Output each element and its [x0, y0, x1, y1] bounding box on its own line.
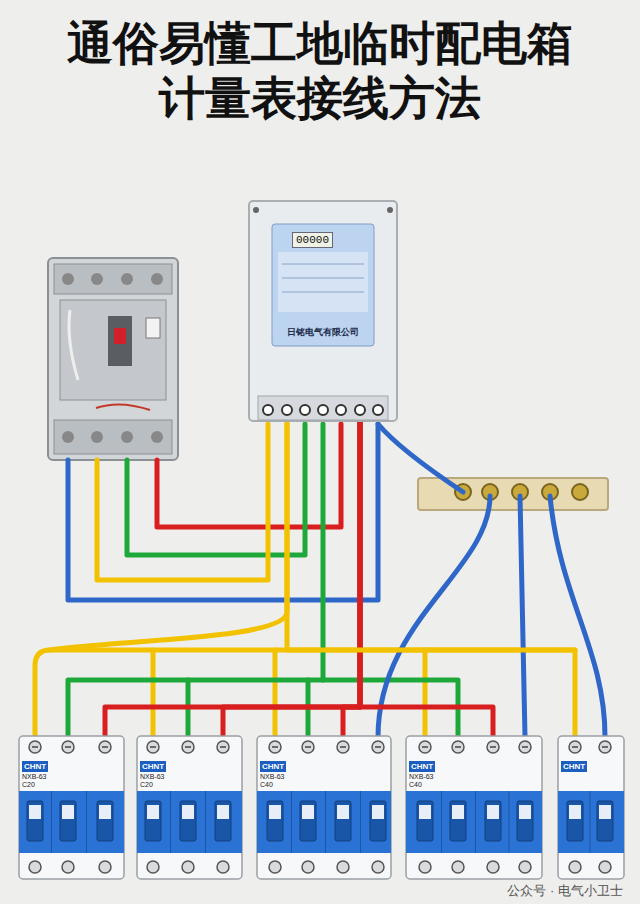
brand-label: CHNT: [260, 761, 286, 772]
manufacturer-name: 日铭电气有限公司: [272, 326, 374, 339]
circuit-breaker: CHNT: [557, 735, 625, 880]
wire-connector: [360, 422, 493, 737]
energy-meter: 00000 日铭电气有限公司: [248, 200, 398, 422]
watermark: 公众号 · 电气小卫士: [504, 882, 626, 900]
brand-label: CHNT: [22, 761, 48, 772]
brand-label: CHNT: [561, 761, 587, 772]
rating-label: C40: [260, 781, 286, 789]
main-breaker: [48, 258, 178, 460]
circuit-breaker: CHNTNXB-63C20: [136, 735, 243, 880]
breaker-body: [18, 735, 125, 880]
breaker-label-group: CHNTNXB-63C40: [409, 755, 435, 789]
model-label: NXB-63: [409, 773, 435, 781]
breaker-label-group: CHNTNXB-63C20: [140, 755, 166, 789]
model-label: NXB-63: [22, 773, 48, 781]
model-label: NXB-63: [260, 773, 286, 781]
breaker-label-group: CHNT: [561, 755, 587, 773]
wire-connector: [287, 422, 575, 737]
circuit-breaker: CHNTNXB-63C20: [18, 735, 125, 880]
breaker-body: [557, 735, 625, 880]
circuit-breaker: CHNTNXB-63C40: [405, 735, 543, 880]
rating-label: C40: [409, 781, 435, 789]
rating-label: C20: [22, 781, 48, 789]
title-text: 通俗易懂工地临时配电箱 计量表接线方法: [56, 16, 585, 126]
circuit-breaker: CHNTNXB-63C40: [256, 735, 392, 880]
breaker-body: [256, 735, 392, 880]
wire-connector: [105, 422, 360, 737]
brand-label: CHNT: [140, 761, 166, 772]
breaker-label-group: CHNTNXB-63C20: [22, 755, 48, 789]
wire-connector: [223, 422, 360, 737]
breaker-label-group: CHNTNXB-63C40: [260, 755, 286, 789]
rating-label: C20: [140, 781, 166, 789]
title-block: 通俗易懂工地临时配电箱 计量表接线方法: [0, 16, 640, 126]
meter-reading: 00000: [292, 232, 333, 248]
brand-label: CHNT: [409, 761, 435, 772]
wire-connector: [343, 422, 360, 737]
wires: [35, 424, 605, 737]
model-label: NXB-63: [140, 773, 166, 781]
breaker-body: [405, 735, 543, 880]
breaker-body: [136, 735, 243, 880]
